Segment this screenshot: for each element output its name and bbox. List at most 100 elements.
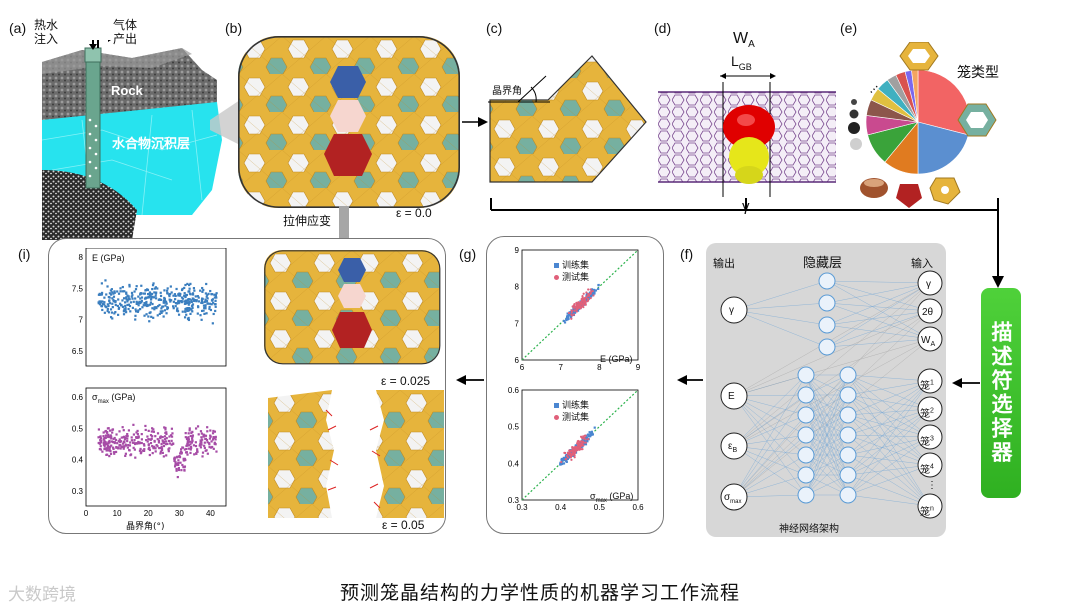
data-point [154,286,157,289]
data-point [193,299,196,303]
data-point [138,442,141,445]
y-tick-label: 0.4 [72,456,84,465]
nn-input-node [917,396,943,422]
data-point [162,315,165,318]
data-point [125,296,128,300]
train-point [585,436,589,439]
data-point [136,310,140,313]
nn-diagram [720,270,943,519]
data-point [156,287,159,290]
cage-type-label: 笼类型 [957,65,999,81]
data-point [154,450,157,453]
train-point [561,458,565,461]
data-point [111,291,114,294]
data-point [151,295,154,298]
data-point [121,426,124,429]
data-point [174,461,177,464]
data-point [160,442,163,446]
data-point [202,304,206,307]
data-point [208,307,211,310]
data-point [188,290,191,293]
data-point [196,448,199,451]
data-point [127,429,131,432]
g-bottom-label-main: σ [590,491,596,501]
x-tick-label: 9 [636,363,641,372]
y-tick-label: 9 [515,246,520,255]
data-point [183,316,187,319]
g-top-legend-test: 测试集 [554,270,589,283]
data-point [134,456,137,459]
data-point [101,300,104,303]
cage-icon-right [957,103,997,137]
data-point [208,437,212,440]
y-tick-label: 0.5 [72,424,84,433]
nn-input-node [917,368,943,394]
data-point [99,437,103,440]
data-point [125,434,128,438]
data-point [214,294,217,297]
data-point [169,285,172,288]
data-point [173,465,177,468]
data-point [161,305,164,308]
data-point [181,310,184,313]
data-point [203,446,206,450]
strain-0-label: ε = 0.0 [396,206,432,220]
data-point [170,291,173,294]
data-point [137,304,140,307]
data-point [164,443,168,446]
data-point [151,307,154,310]
data-point [132,433,136,436]
data-point [143,301,146,305]
data-point [131,306,134,309]
data-point [140,301,143,304]
data-point [162,442,165,445]
data-point [189,443,192,446]
data-point [109,434,112,437]
data-point [188,298,191,301]
data-point [191,306,194,310]
data-point [191,434,195,437]
test-point [572,313,576,316]
data-point [130,291,134,295]
panel-label-b: (b) [225,20,243,36]
data-point [152,430,155,433]
data-point [206,297,209,300]
data-point [163,299,167,302]
nn-input-node [917,493,943,519]
data-point [188,309,191,312]
data-point [168,295,171,298]
data-point [200,436,203,439]
cage-icon-top [899,42,939,71]
test-point [563,451,566,454]
nn-hidden-title: 隐藏层 [803,256,843,271]
rock-label: Rock [111,83,143,98]
gb-angle-label: 晶界角 [492,86,522,97]
data-point [180,469,183,472]
data-point [161,435,164,439]
data-point [163,297,166,301]
data-point [175,287,178,291]
data-point [130,436,133,439]
test-point [573,456,576,459]
nn-input-ellipsis: ⋮ [927,480,937,491]
data-point [108,299,111,303]
nn-hidden-node [797,486,815,504]
test-point [584,296,587,299]
test-point [560,460,563,464]
panel-label-c: (c) [486,20,503,36]
data-point [124,454,127,458]
data-point [110,311,114,314]
data-point [186,307,189,310]
data-point [143,314,146,317]
nn-output-node [720,432,748,460]
train-point [560,462,563,465]
data-point [127,295,130,298]
data-point [100,291,104,295]
nn-hidden-node [797,366,815,384]
data-point [200,309,204,313]
data-point [158,312,161,316]
data-point [125,311,128,314]
data-point [171,442,175,445]
data-point [120,304,123,307]
data-point [103,296,106,299]
